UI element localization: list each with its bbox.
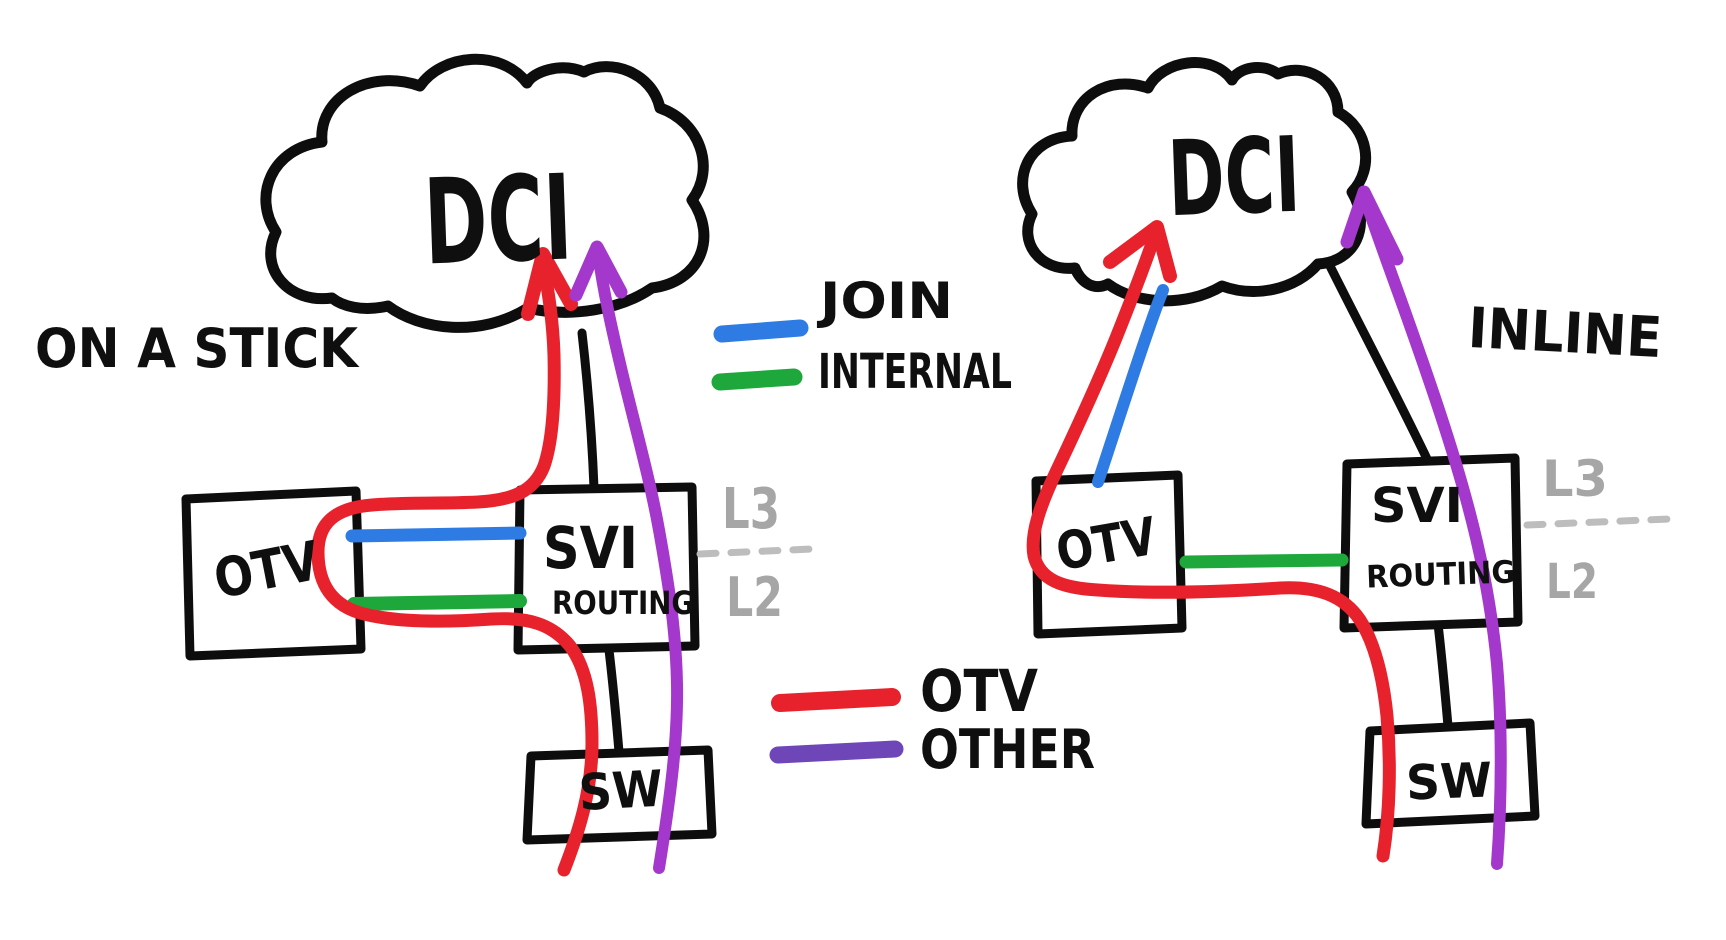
internal-link-right [1179, 553, 1349, 569]
internal-legend-label: INTERNAL [818, 344, 1012, 400]
svi-box-label-right: SVI [1371, 478, 1463, 534]
dci-cloud-right [1017, 57, 1372, 307]
sw-box-label-right: SW [1405, 752, 1493, 811]
otv-legend-swatch [771, 688, 901, 712]
sw-box-right [1361, 718, 1540, 829]
sw-box-label-left: SW [577, 760, 664, 822]
svi-box-sublabel-right: ROUTING [1366, 554, 1516, 595]
svi-to-sw-link-left [604, 645, 624, 757]
svi-box-label-left: SVI [543, 514, 638, 582]
other-flow-arrowhead-right [1340, 185, 1404, 266]
l2-label-left: L2 [726, 566, 783, 629]
svi-box-sublabel-left: ROUTING [552, 584, 694, 622]
other-legend-swatch [769, 740, 904, 764]
dci-label-right: DCI [1166, 114, 1302, 241]
join-link-right [1092, 284, 1169, 488]
other-legend-label: OTHER [920, 718, 1095, 781]
dci-label-left: DCI [422, 148, 575, 291]
title-left: ON A STICK [35, 317, 360, 380]
title-right: INLINE [1466, 296, 1663, 371]
internal-legend-swatch [711, 368, 803, 391]
otv-flow-arrowhead-left [521, 247, 578, 321]
internal-link-left [347, 594, 527, 611]
layer-divider-right [1523, 515, 1674, 529]
cloud-to-svi-link-right [1325, 261, 1433, 466]
otv-flow-arrowhead-right [1103, 220, 1177, 283]
otv-flow-path-right [1026, 225, 1396, 863]
other-flow-path-left [592, 246, 684, 874]
otv-flow-path-left [311, 249, 599, 877]
layer-divider-left [696, 545, 816, 558]
l3-label-left: L3 [722, 477, 780, 542]
l3-label-right: L3 [1542, 450, 1608, 508]
join-legend-swatch [713, 319, 809, 343]
svi-to-sw-link-right [1433, 619, 1453, 731]
join-link-left [345, 526, 527, 543]
other-flow-arrowhead-left [569, 240, 628, 302]
cloud-to-svi-link-left [577, 328, 599, 493]
l2-label-right: L2 [1546, 554, 1598, 610]
otv-legend-label: OTV [920, 657, 1038, 725]
join-legend-label: JOIN [817, 272, 953, 330]
other-flow-path-right [1358, 190, 1507, 870]
